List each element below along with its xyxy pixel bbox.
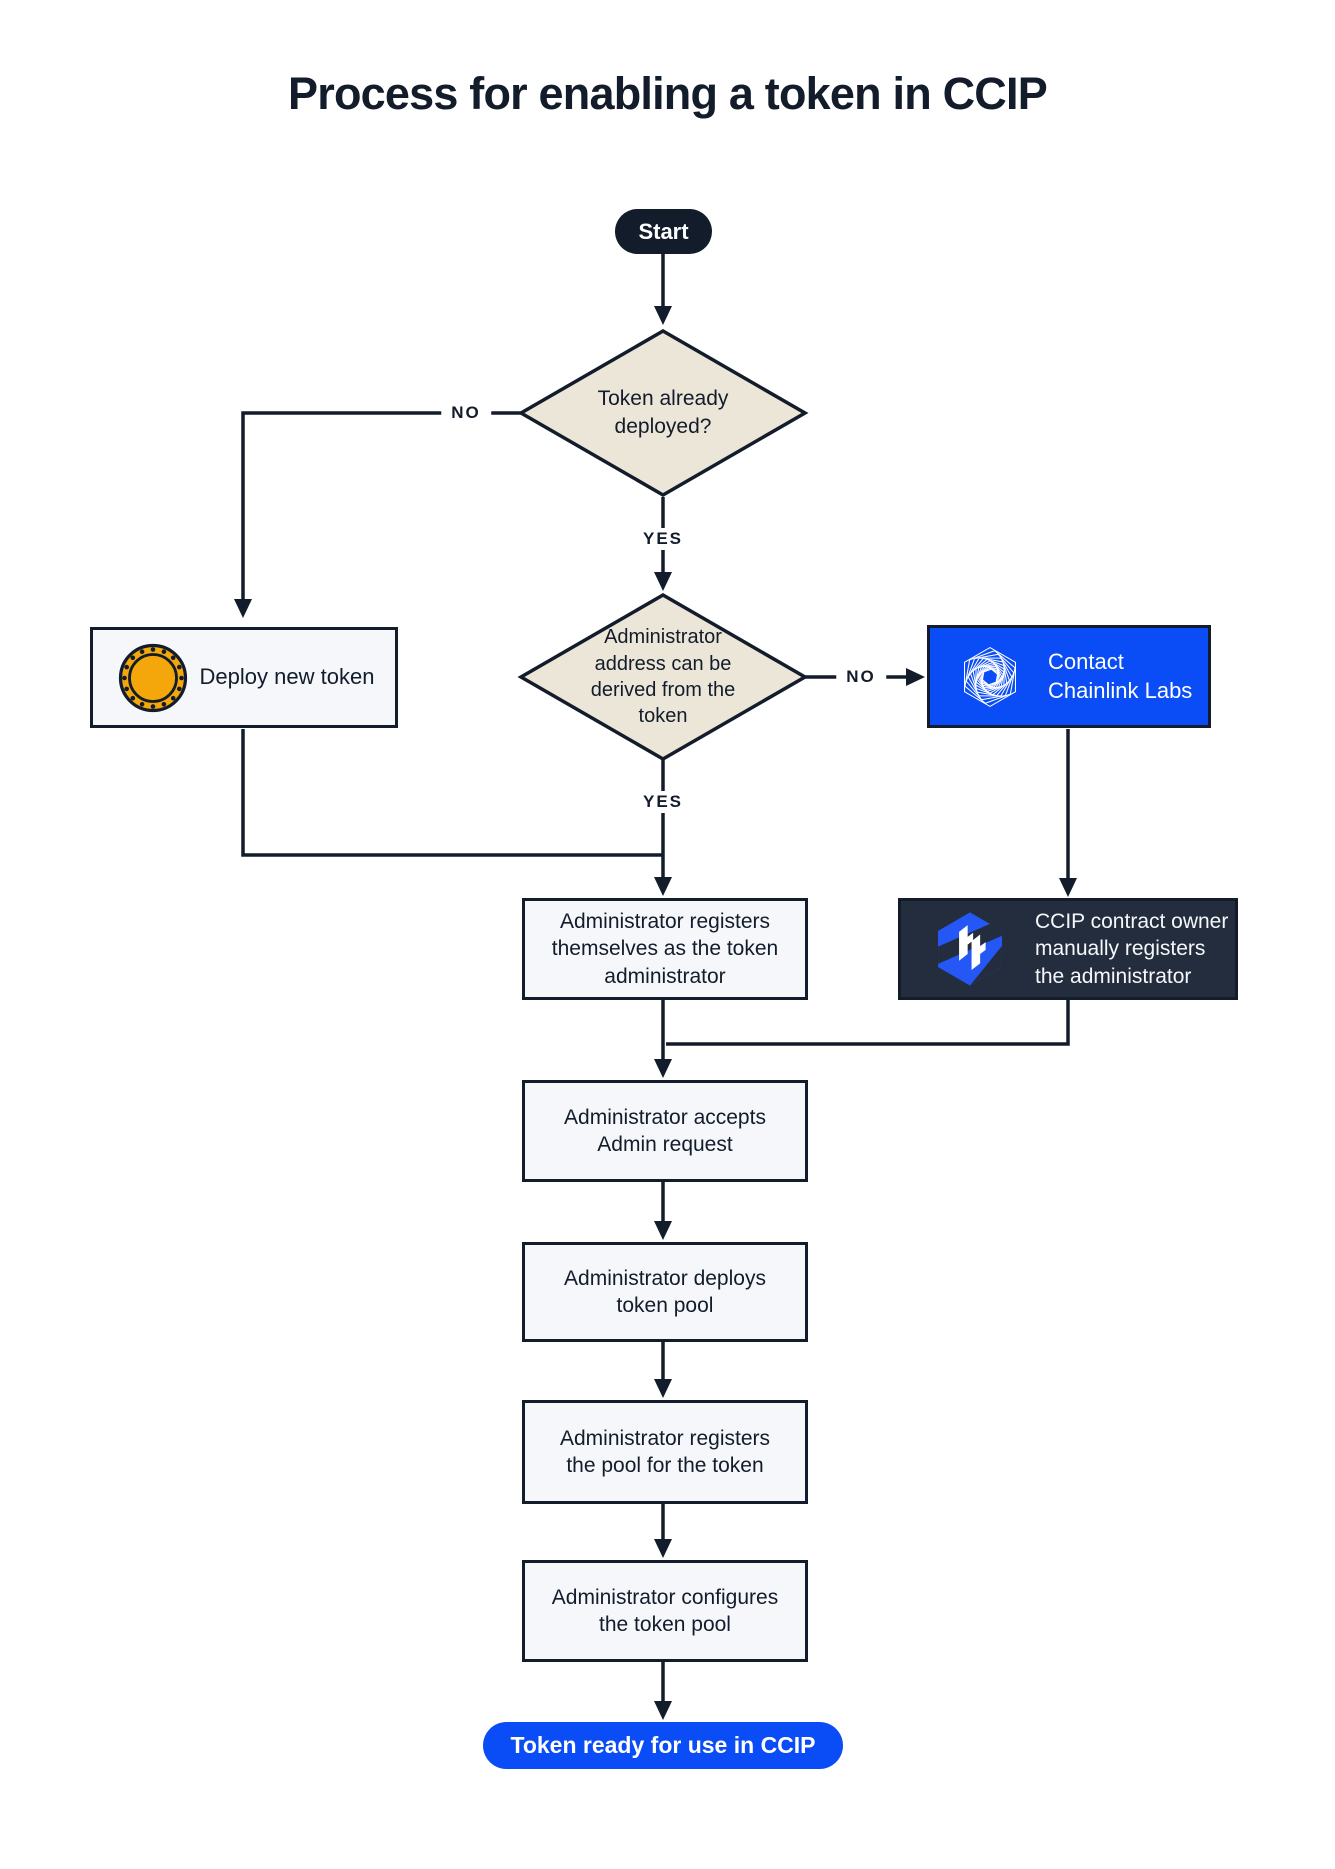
- decision-admin-address: Administrator address can be derived fro…: [590, 626, 736, 728]
- node-admin-registers-self: Administrator registers themselves as th…: [522, 898, 808, 1000]
- start-label: Start: [638, 218, 689, 244]
- node-admin-accepts: Administrator accepts Admin request: [522, 1080, 808, 1182]
- decision-token-deployed-shape: [517, 328, 809, 498]
- edge-label-no-token-deployed: NO: [441, 402, 491, 424]
- node-start: Start: [615, 209, 712, 254]
- node-admin-configures-pool: Administrator configures the token pool: [522, 1560, 808, 1662]
- node-contact-chainlink-labs: Contact Chainlink Labs: [927, 625, 1211, 728]
- contact-chainlink-labs-label: Contact Chainlink Labs: [1048, 649, 1193, 703]
- edge-label-yes-token-deployed: YES: [632, 528, 694, 550]
- decision-admin-address-shape: [517, 592, 809, 762]
- edge-deploy-merge: [241, 729, 663, 857]
- edge-label-no-admin-address: NO: [836, 666, 886, 688]
- ccip-owner-registers-label: CCIP contract owner manually registers t…: [1035, 910, 1229, 988]
- token-ready-label: Token ready for use in CCIP: [510, 1732, 816, 1758]
- node-deploy-new-token: Deploy new token: [90, 627, 398, 728]
- page-title: Process for enabling a token in CCIP: [288, 68, 1048, 119]
- admin-registers-pool-label: Administrator registers the pool for the…: [559, 1426, 771, 1477]
- ccip-logo-icon: [938, 912, 1002, 986]
- admin-configures-pool-label: Administrator configures the token pool: [551, 1585, 779, 1636]
- coin-icon: [118, 643, 188, 712]
- chainlink-labs-logo-icon: [961, 645, 1019, 708]
- admin-accepts-label: Administrator accepts Admin request: [564, 1105, 766, 1156]
- node-ccip-owner-registers: CCIP contract owner manually registers t…: [898, 898, 1238, 1000]
- decision-token-deployed: Token already deployed?: [597, 387, 729, 438]
- deploy-new-token-label: Deploy new token: [199, 664, 375, 690]
- edge-decision1-no: [234, 411, 521, 618]
- node-admin-deploys-pool: Administrator deploys token pool: [522, 1242, 808, 1342]
- node-admin-registers-pool: Administrator registers the pool for the…: [522, 1400, 808, 1504]
- edge-ccip-owner-merge: [666, 1000, 1070, 1046]
- edge-label-yes-admin-address: YES: [632, 791, 694, 813]
- admin-registers-self-label: Administrator registers themselves as th…: [551, 910, 779, 988]
- admin-deploys-pool-label: Administrator deploys token pool: [564, 1266, 766, 1317]
- node-token-ready: Token ready for use in CCIP: [483, 1722, 843, 1769]
